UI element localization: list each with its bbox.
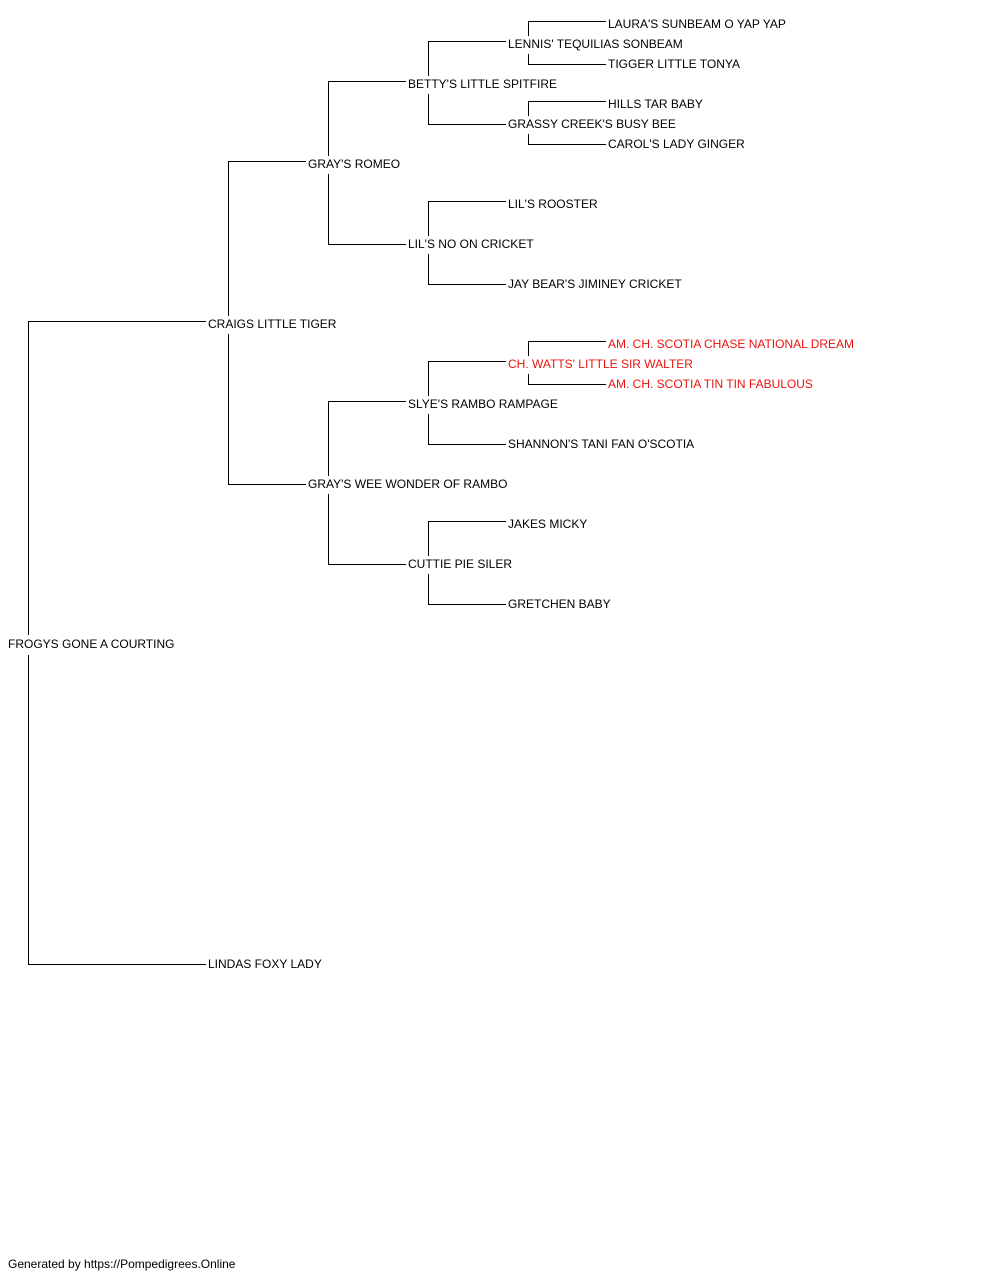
connector-line xyxy=(528,144,606,145)
connector-line xyxy=(228,161,306,162)
connector-line xyxy=(428,414,429,445)
connector-line xyxy=(228,484,306,485)
connector-line xyxy=(328,82,329,156)
connector-line xyxy=(528,384,606,385)
ancestor-name: LENNIS' TEQUILIAS SONBEAM xyxy=(508,37,683,51)
connector-line xyxy=(328,401,406,402)
subject-name: FROGYS GONE A COURTING xyxy=(8,637,175,651)
ancestor-name: CAROL'S LADY GINGER xyxy=(608,137,745,151)
connector-line xyxy=(428,521,506,522)
connector-line xyxy=(428,254,429,285)
granddam-name: GRAY'S WEE WONDER OF RAMBO xyxy=(308,477,508,491)
ancestor-name: GRETCHEN BABY xyxy=(508,597,611,611)
ancestor-name: SLYE'S RAMBO RAMPAGE xyxy=(408,397,558,411)
connector-line xyxy=(328,402,329,476)
connector-line xyxy=(428,362,429,396)
connector-line xyxy=(528,134,529,145)
ancestor-name: SHANNON'S TANI FAN O'SCOTIA xyxy=(508,437,695,451)
connector-line xyxy=(328,244,406,245)
connector-line xyxy=(528,341,606,342)
connector-line xyxy=(428,444,506,445)
ancestor-name: JAY BEAR'S JIMINEY CRICKET xyxy=(508,277,682,291)
champion-ancestor-name: AM. CH. SCOTIA CHASE NATIONAL DREAM xyxy=(608,337,855,351)
connector-line xyxy=(428,574,429,605)
connector-line xyxy=(428,124,506,125)
ancestor-name: LIL'S ROOSTER xyxy=(508,197,598,211)
connector-line xyxy=(528,101,606,102)
ancestor-name: JAKES MICKY xyxy=(508,517,588,531)
connector-line xyxy=(528,102,529,116)
ancestor-name: LAURA'S SUNBEAM O YAP YAP xyxy=(608,17,786,31)
connector-line xyxy=(528,64,606,65)
sire-name: CRAIGS LITTLE TIGER xyxy=(208,317,337,331)
connector-line xyxy=(228,162,229,316)
connector-line xyxy=(428,604,506,605)
grandsire-name: GRAY'S ROMEO xyxy=(308,157,401,171)
footer-credit: Generated by https://Pompedigrees.Online xyxy=(8,1257,236,1271)
connector-line xyxy=(528,342,529,356)
connector-line xyxy=(28,964,206,965)
connector-line xyxy=(328,81,406,82)
connector-line xyxy=(428,41,506,42)
connector-line xyxy=(428,94,429,125)
ancestor-name: LIL'S NO ON CRICKET xyxy=(408,237,534,251)
ancestor-name: TIGGER LITTLE TONYA xyxy=(608,57,741,71)
connector-line xyxy=(28,655,29,965)
champion-ancestor-name: CH. WATTS' LITTLE SIR WALTER xyxy=(508,357,693,371)
connector-line xyxy=(528,374,529,385)
connector-line xyxy=(528,22,529,36)
ancestor-name: CUTTIE PIE SILER xyxy=(408,557,513,571)
connector-line xyxy=(428,202,429,236)
connector-line xyxy=(328,564,406,565)
connector-line xyxy=(528,54,529,65)
ancestor-name: GRASSY CREEK'S BUSY BEE xyxy=(508,117,676,131)
ancestor-name: BETTY'S LITTLE SPITFIRE xyxy=(408,77,557,91)
champion-ancestor-name: AM. CH. SCOTIA TIN TIN FABULOUS xyxy=(608,377,813,391)
connector-line xyxy=(428,522,429,556)
connector-line xyxy=(428,284,506,285)
ancestor-name: HILLS TAR BABY xyxy=(608,97,703,111)
connector-line xyxy=(428,361,506,362)
connector-line xyxy=(228,334,229,485)
connector-line xyxy=(428,201,506,202)
connector-line xyxy=(28,321,206,322)
dam-name: LINDAS FOXY LADY xyxy=(208,957,322,971)
connector-line xyxy=(528,21,606,22)
connector-line xyxy=(428,42,429,76)
connector-line xyxy=(28,322,29,635)
connector-line xyxy=(328,174,329,245)
connector-line xyxy=(328,494,329,565)
